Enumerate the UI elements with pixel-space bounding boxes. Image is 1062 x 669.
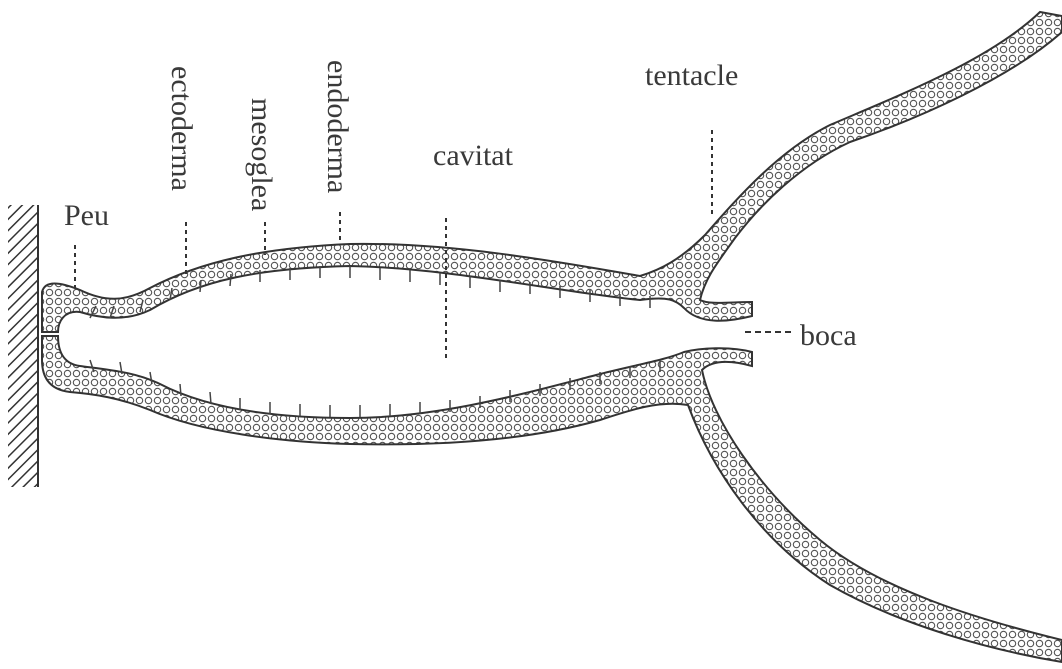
label-ectoderma: ectoderma <box>165 66 198 191</box>
label-endoderma: endoderma <box>321 60 354 193</box>
label-boca: boca <box>800 319 857 352</box>
label-peu: Peu <box>64 199 109 232</box>
label-cavitat: cavitat <box>433 139 514 172</box>
substrate-wall <box>8 205 38 487</box>
body-wall-lower <box>42 336 1062 662</box>
label-tentacle: tentacle <box>645 59 738 92</box>
label-mesoglea: mesoglea <box>245 98 278 211</box>
